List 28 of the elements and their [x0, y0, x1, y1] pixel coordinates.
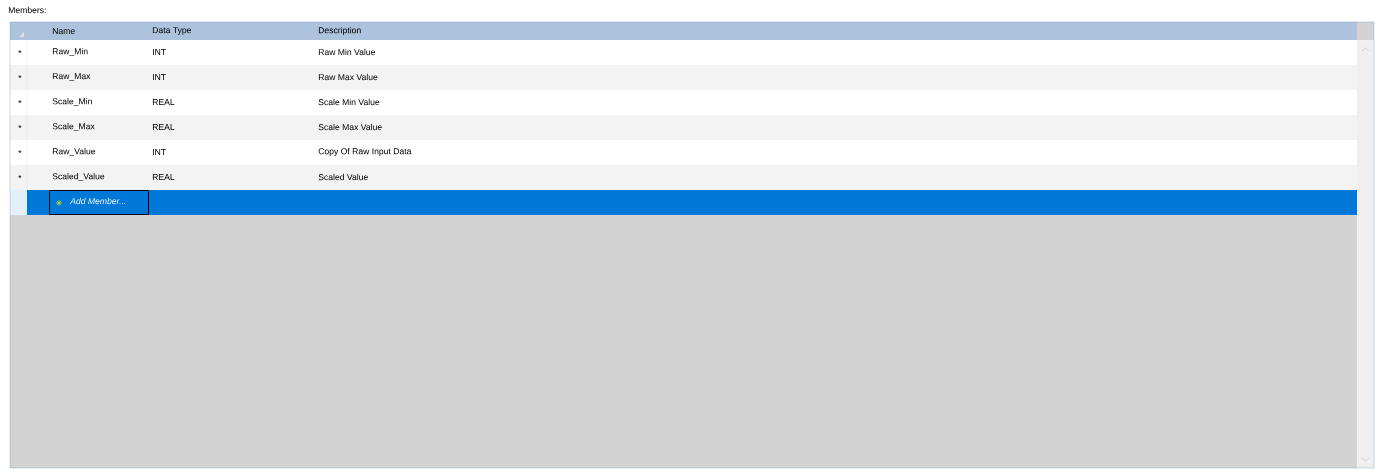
table-cell: Scale Max Value [318, 123, 382, 131]
row-marker: * [18, 50, 22, 54]
table-cell: Raw Max Value [318, 73, 378, 81]
table-cell: Copy Of Raw Input Data [318, 148, 412, 156]
table-cell: Scaled Value [318, 173, 368, 181]
column-header: Data Type [152, 27, 192, 35]
table-cell: INT [153, 149, 166, 155]
row-marker: * [18, 150, 22, 154]
table-cell: Raw_Value [52, 148, 96, 156]
table-cell: INT [153, 49, 166, 55]
table-cell: Raw_Max [52, 73, 91, 81]
table-cell: REAL [152, 124, 175, 130]
table-cell: Scale_Max [52, 123, 95, 131]
column-header: Description [318, 27, 361, 35]
row-marker: * [18, 175, 22, 179]
section-heading: Members: [8, 6, 46, 14]
table-cell: Raw_Min [52, 48, 88, 56]
table-cell: INT [153, 74, 166, 80]
column-header: Name [52, 28, 75, 34]
table-cell: REAL [152, 174, 175, 180]
row-marker: * [18, 100, 22, 104]
table-cell: REAL [152, 99, 175, 105]
row-marker: * [18, 75, 22, 79]
row-marker: * [18, 125, 22, 129]
table-cell: Raw Min Value [318, 48, 375, 56]
table-cell: Scale Min Value [318, 98, 380, 106]
table-cell: Scale_Min [52, 98, 92, 106]
table-cell: Scaled_Value [52, 173, 105, 181]
